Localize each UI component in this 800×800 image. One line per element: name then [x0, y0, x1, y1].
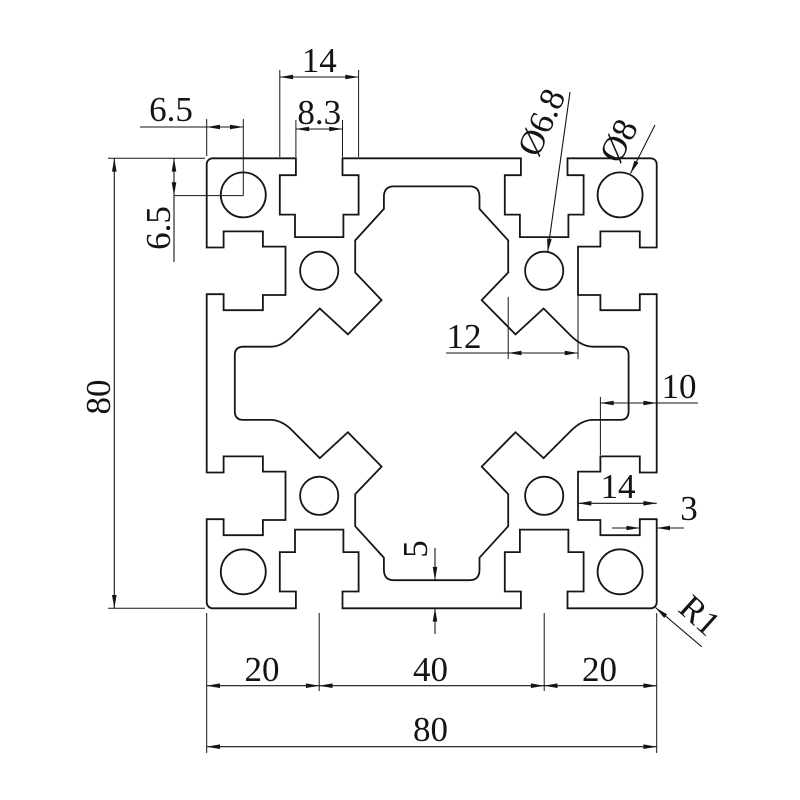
- dimension-top-slot-width: 14: [279, 41, 359, 80]
- dimension-notch-width: 12: [446, 317, 579, 356]
- boss-hole-bottom-left: [299, 475, 340, 516]
- dim-bottom-segment-center: 40: [413, 650, 448, 689]
- dimension-lip-thickness: 3: [612, 489, 698, 531]
- dim-profile-height: 80: [79, 380, 118, 415]
- profile-center-cavity: [233, 185, 630, 582]
- dimension-slot-wide-depth: 10: [600, 367, 698, 406]
- label-corner-radius: R1: [671, 587, 727, 643]
- boss-hole-top-left: [299, 250, 340, 291]
- dimension-slot-total-depth: 14: [577, 467, 657, 506]
- dim-slot-width-top: 14: [302, 41, 337, 80]
- corner-hole-top-right: [596, 171, 644, 219]
- dim-notch-to-slot-bottom: 12: [447, 317, 482, 356]
- dimension-wall-thickness: 5: [396, 540, 438, 634]
- boss-hole-top-right: [524, 250, 565, 291]
- dim-slot-wide-depth: 10: [662, 367, 697, 406]
- dim-slot-total-depth: 14: [601, 467, 636, 506]
- dimension-profile-width: 80: [206, 710, 657, 750]
- dim-hole-offset-vertical: 6.5: [139, 206, 178, 250]
- dim-profile-width: 80: [413, 710, 448, 749]
- corner-hole-bottom-left: [219, 548, 267, 596]
- dimension-hole-offset-vertical: 6.5: [139, 158, 178, 262]
- profile-outer-boundary: [205, 157, 658, 610]
- dimension-top-slot-opening: 8.3: [295, 93, 343, 132]
- dim-lip-thickness: 3: [680, 489, 698, 528]
- label-corner-hole-diameter-group: Ø8: [592, 113, 656, 174]
- boss-hole-bottom-right: [524, 475, 565, 516]
- dimension-profile-height: 80: [79, 158, 118, 609]
- label-corner-radius-group: R1: [655, 587, 728, 648]
- dimension-hole-offset-horizontal: 6.5: [140, 90, 244, 130]
- dim-hole-offset-horizontal: 6.5: [149, 90, 193, 129]
- dimension-bottom-chain: 20 40 20: [206, 650, 657, 689]
- dim-wall-thickness: 5: [396, 540, 435, 558]
- corner-hole-bottom-right: [596, 548, 644, 596]
- dim-bottom-segment-right: 20: [582, 650, 617, 689]
- extension-lines: [108, 70, 658, 753]
- label-boss-hole-diameter: Ø6.8: [510, 83, 574, 162]
- dim-bottom-segment-left: 20: [245, 650, 280, 689]
- profile-outline: [205, 157, 658, 610]
- dim-slot-opening: 8.3: [297, 93, 341, 132]
